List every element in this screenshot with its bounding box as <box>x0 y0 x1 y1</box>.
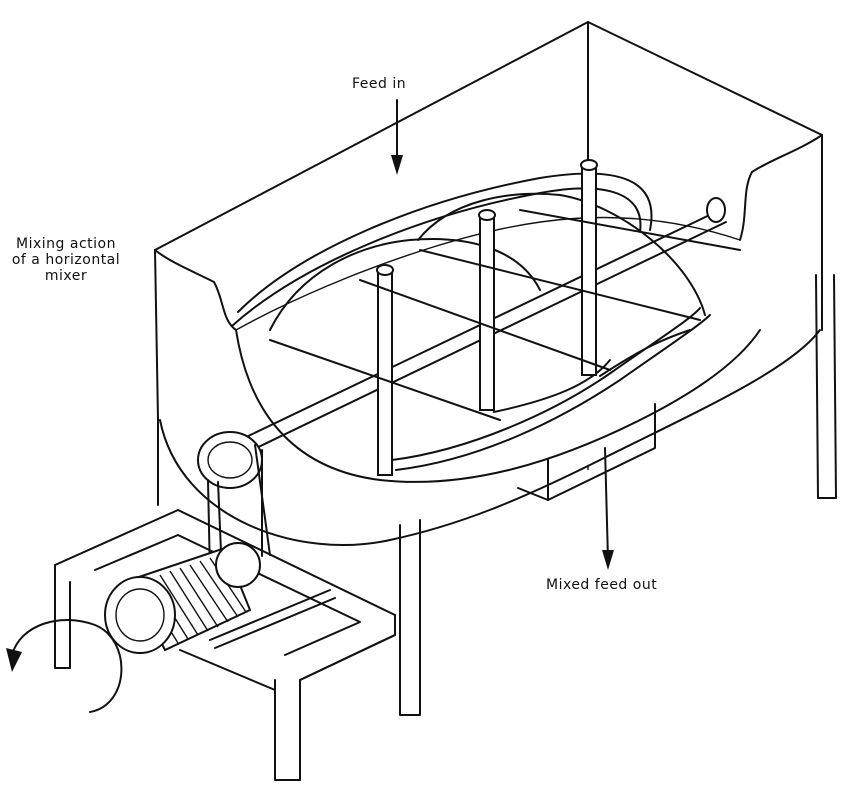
trough-box <box>154 21 823 546</box>
discharge-chute <box>517 403 656 501</box>
rotation-arrow <box>6 618 123 713</box>
feed-out-arrow <box>602 447 614 570</box>
feed-in-label: Feed in <box>352 76 407 92</box>
motor-stand <box>54 509 396 781</box>
mixed-feed-out-label: Mixed feed out <box>546 577 658 593</box>
feed-in-arrow <box>391 99 403 175</box>
mixing-action-line-3: mixer <box>44 268 88 284</box>
ribbon-agitator <box>231 159 741 476</box>
support-legs <box>157 274 837 716</box>
motor-drive <box>104 431 271 654</box>
mixing-action-line-2: of a horizontal <box>11 252 121 268</box>
mixing-action-line-1: Mixing action <box>16 236 116 252</box>
mixing-action-label: Mixing action of a horizontal mixer <box>0 236 136 284</box>
